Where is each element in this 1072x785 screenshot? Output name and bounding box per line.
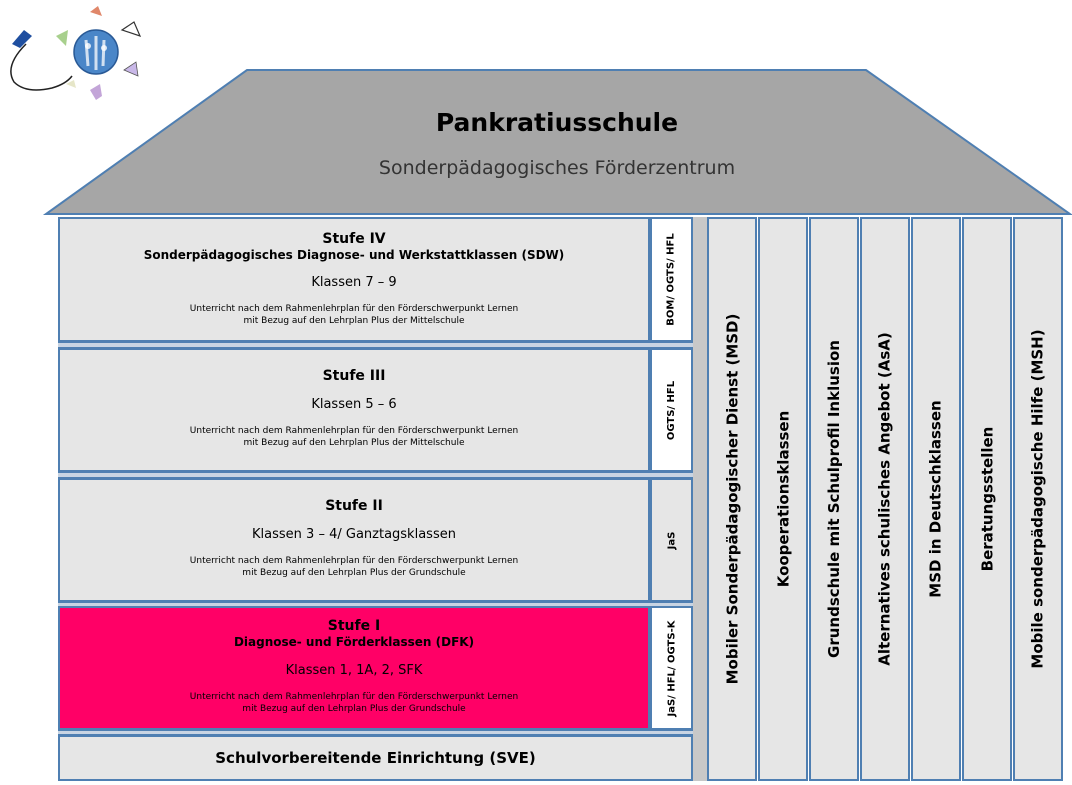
stufe-ii-box: Stufe II Klassen 3 – 4/ Ganztagsklassen … [58,478,650,602]
stufe-iii-box: Stufe III Klassen 5 – 6 Unterricht nach … [58,348,650,472]
stufe-iii-desc-2: mit Bezug auf den Lehrplan Plus der Mitt… [243,438,465,448]
stufe-ii-title: Stufe II [325,498,383,514]
stufe-i-desc-2: mit Bezug auf den Lehrplan Plus der Grun… [242,704,466,714]
column-beratungsstellen: Beratungsstellen [962,217,1012,781]
column-divider [693,217,707,781]
column-asa: Alternatives schulisches Angebot (AsA) [860,217,910,781]
school-name: Pankratiusschule [435,108,679,137]
column-msd-deutschklassen-label: MSD in Deutschklassen [927,400,945,598]
separator [58,730,693,735]
column-msd-deutschklassen: MSD in Deutschklassen [911,217,961,781]
stufe-i-subtitle: Diagnose- und Förderklassen (DFK) [233,635,475,649]
stufe-iv-title: Stufe IV [322,231,386,247]
column-inklusion-label: Grundschule mit Schulprofil Inklusion [825,340,844,658]
school-logo [10,6,142,100]
column-beratungsstellen-label: Beratungsstellen [978,426,997,572]
column-msh-label: Mobile sonderpädagogische Hilfe (MSH) [1029,329,1047,669]
column-msh: Mobile sonderpädagogische Hilfe (MSH) [1013,217,1063,781]
column-msd-label: Mobiler Sonderpädagogischer Dienst (MSD) [723,313,742,685]
stufe-iii-side-label: OGTS/ HFL [650,348,693,472]
stufe-iv-side-text: BOM/ OGTS/ HFL [666,233,678,326]
stufe-i-classes: Klassen 1, 1A, 2, SFK [285,663,423,678]
sve-base: Schulvorbereitende Einrichtung (SVE) [58,735,693,781]
separator [58,472,693,478]
stufe-ii-classes: Klassen 3 – 4/ Ganztagsklassen [252,527,456,542]
school-subtitle: Sonderpädagogisches Förderzentrum [378,157,736,179]
column-msd: Mobiler Sonderpädagogischer Dienst (MSD) [707,217,757,781]
stufe-iv-classes: Klassen 7 – 9 [311,275,397,290]
separator [58,342,693,348]
stufe-i-box: Stufe I Diagnose- und Förderklassen (DFK… [58,606,650,730]
stufe-iii-desc-1: Unterricht nach dem Rahmenlehrplan für d… [189,426,519,436]
stufe-iv-subtitle: Sonderpädagogisches Diagnose- und Werkst… [143,248,565,262]
stufe-ii-side-label: JaS [650,478,693,602]
column-asa-label: Alternatives schulisches Angebot (AsA) [876,332,895,666]
stufe-iv-side-label: BOM/ OGTS/ HFL [650,217,693,342]
stufe-ii-desc-2: mit Bezug auf den Lehrplan Plus der Grun… [242,568,466,578]
column-inklusion: Grundschule mit Schulprofil Inklusion [809,217,859,781]
column-kooperationsklassen: Kooperationsklassen [758,217,808,781]
roof [42,69,1072,215]
stufe-i-desc-1: Unterricht nach dem Rahmenlehrplan für d… [189,692,519,702]
stufe-iv-desc-2: mit Bezug auf den Lehrplan Plus der Mitt… [243,316,465,326]
stufe-i-side-label: JaS/ HFL/ OGTS-K [650,606,693,730]
stufe-i-title: Stufe I [327,618,381,634]
stufe-iv-desc-1: Unterricht nach dem Rahmenlehrplan für d… [189,304,519,314]
stufe-ii-side-text: JaS [665,531,677,549]
stufe-ii-desc-1: Unterricht nach dem Rahmenlehrplan für d… [189,556,519,566]
column-kooperationsklassen-label: Kooperationsklassen [774,410,793,588]
stufe-iii-title: Stufe III [322,368,386,384]
stufe-i-side-text: JaS/ HFL/ OGTS-K [666,620,677,716]
stufe-iv-box: Stufe IV Sonderpädagogisches Diagnose- u… [58,217,650,342]
stufe-iii-side-text: OGTS/ HFL [666,380,678,440]
stufe-iii-classes: Klassen 5 – 6 [311,397,397,412]
